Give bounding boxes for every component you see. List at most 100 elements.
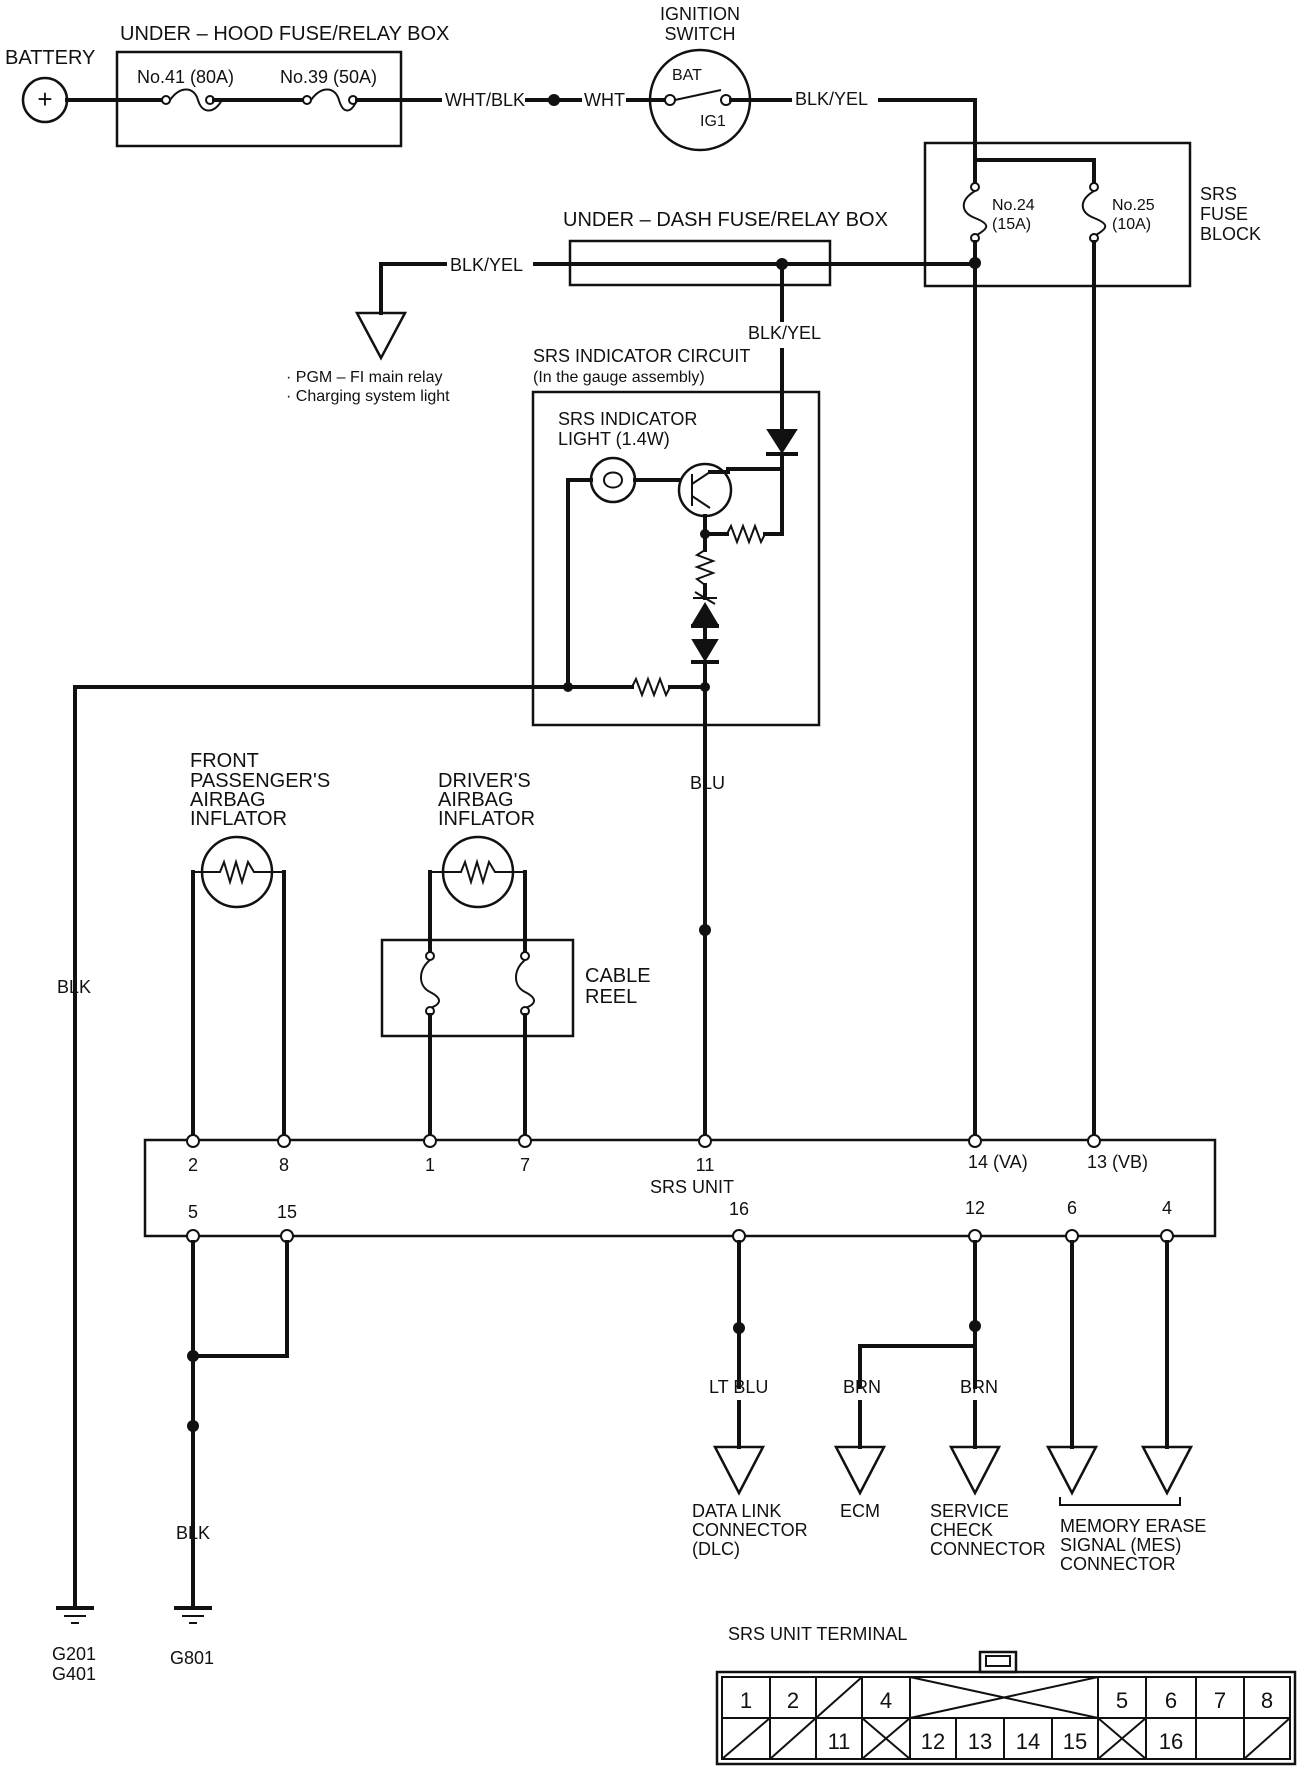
srs-bottom-pin-label: 12 — [965, 1198, 985, 1218]
service-label-2: CHECK — [930, 1520, 993, 1540]
srs-unit: SRS UNIT 2 8 1 7 11 14 (VA) 13 (VB) 5 15… — [143, 1134, 1217, 1243]
wire-label-blk-yel-down: BLK/YEL — [748, 323, 821, 343]
srs-pin-11 — [698, 1134, 712, 1148]
mes-label-3: CONNECTOR — [1060, 1554, 1176, 1574]
ignition-switch: IGNITION SWITCH BAT IG1 — [648, 4, 752, 152]
srs-pin-2 — [186, 1134, 200, 1148]
service-label-3: CONNECTOR — [930, 1539, 1046, 1559]
ground-g201-label: G201 — [52, 1644, 96, 1664]
driver-label-2: AIRBAG — [438, 789, 514, 811]
srs-top-pin-label: 8 — [279, 1155, 289, 1175]
pgm-note-2: · Charging system light — [286, 388, 450, 405]
ground-g801: G801 — [170, 1606, 214, 1668]
srs-pin-14 — [968, 1134, 982, 1148]
srs-top-pin-label: 7 — [520, 1155, 530, 1175]
mes-bracket — [1059, 1497, 1181, 1506]
terminal-cell: 11 — [828, 1729, 851, 1754]
fuse-39-icon — [310, 88, 358, 112]
mes-connector-icon-2 — [1140, 1445, 1194, 1496]
ground-g201-g401: G201 G401 — [52, 1606, 96, 1684]
srs-indicator-circuit: SRS INDICATOR CIRCUIT (In the gauge asse… — [531, 346, 821, 727]
front-pass-label-4: INFLATOR — [190, 808, 287, 830]
cable-reel-contact-right-icon — [515, 959, 535, 1009]
underdash-box-title: UNDER – DASH FUSE/RELAY BOX — [563, 209, 888, 231]
srs-pin-1 — [423, 1134, 437, 1148]
srs-top-pin-label: 1 — [425, 1155, 435, 1175]
wire-label-blk-yel-ign: BLK/YEL — [795, 89, 868, 109]
terminal-cell: 1 — [740, 1688, 752, 1713]
terminal-cell: 7 — [1214, 1688, 1226, 1713]
ignition-contact-icon — [674, 89, 722, 101]
srs-unit-terminal: SRS UNIT TERMINAL 1 2 4 5 6 7 — [715, 1624, 1297, 1766]
terminal-cell: 16 — [1159, 1729, 1183, 1754]
wire-label-brn-ecm: BRN — [843, 1377, 881, 1397]
front-pass-label-3: AIRBAG — [190, 789, 266, 811]
pgm-note-1: · PGM – FI main relay — [286, 369, 442, 386]
srs-fuse-block-title-1: SRS — [1200, 184, 1237, 204]
battery: BATTERY + — [5, 47, 95, 124]
resistor-icon — [726, 523, 766, 545]
fuse-25-icon — [1081, 190, 1107, 237]
dlc-label-3: (DLC) — [692, 1539, 740, 1559]
cable-reel-contact-left-icon — [420, 959, 440, 1009]
fuse-41-icon — [169, 88, 223, 112]
fuse-25-label: No.25 — [1112, 197, 1155, 214]
mes-connector-icon-1 — [1045, 1445, 1099, 1496]
srs-top-pin-label: 13 (VB) — [1087, 1152, 1148, 1172]
indicator-light-label-1: SRS INDICATOR — [558, 409, 697, 429]
terminal-cell: 13 — [968, 1729, 992, 1754]
cable-reel: CABLE REEL — [380, 938, 651, 1038]
dlc-connector-icon — [712, 1445, 766, 1496]
srs-pin-13 — [1087, 1134, 1101, 1148]
srs-bottom-pin-label: 16 — [729, 1199, 749, 1219]
wire-label-blk-left: BLK — [57, 977, 91, 997]
srs-pin-7 — [518, 1134, 532, 1148]
wire-label-blk-yel-left: BLK/YEL — [450, 255, 523, 275]
fuse-24-rating: (15A) — [992, 216, 1031, 233]
dlc-label-1: DATA LINK — [692, 1501, 781, 1521]
srs-pin-8 — [277, 1134, 291, 1148]
srs-unit-label: SRS UNIT — [650, 1177, 734, 1197]
terminal-cell: 8 — [1261, 1688, 1273, 1713]
front-pass-label-2: PASSENGER'S — [190, 770, 330, 792]
srs-top-pin-label: 14 (VA) — [968, 1152, 1028, 1172]
front-pass-label-1: FRONT — [190, 750, 259, 772]
wire-label-wht-blk: WHT/BLK — [445, 90, 525, 110]
battery-plus-symbol: + — [37, 84, 52, 114]
ground-g401-label: G401 — [52, 1664, 96, 1684]
mes-label-2: SIGNAL (MES) — [1060, 1535, 1181, 1555]
wire-label-blu: BLU — [690, 773, 725, 793]
terminal-cell: 2 — [787, 1688, 799, 1713]
ground-g801-label: G801 — [170, 1648, 214, 1668]
srs-bottom-pin-label: 4 — [1162, 1198, 1172, 1218]
mes-label-1: MEMORY ERASE — [1060, 1516, 1206, 1536]
underdash-fuse-relay-box: UNDER – DASH FUSE/RELAY BOX — [563, 209, 888, 287]
front-passenger-airbag-inflator: FRONT PASSENGER'S AIRBAG INFLATOR — [190, 750, 330, 1142]
wire-label-wht: WHT — [584, 90, 625, 110]
ignition-bat-label: BAT — [672, 67, 702, 84]
ignition-title-1: IGNITION — [660, 4, 740, 24]
srs-fuse-block-title-3: BLOCK — [1200, 224, 1261, 244]
srs-bottom-pin-label: 15 — [277, 1202, 297, 1222]
service-check-connector-icon — [948, 1445, 1002, 1496]
terminal-title: SRS UNIT TERMINAL — [728, 1624, 907, 1644]
srs-top-pin-label: 11 — [696, 1155, 715, 1175]
fuse-24-label: No.24 — [992, 197, 1035, 214]
fuse-39-label: No.39 (50A) — [280, 67, 377, 87]
srs-top-pin-label: 2 — [188, 1155, 198, 1175]
srs-indicator-light-icon — [589, 456, 637, 504]
indicator-circuit-subtitle: (In the gauge assembly) — [533, 369, 705, 386]
ecm-connector-icon — [833, 1445, 887, 1496]
battery-label: BATTERY — [5, 47, 95, 69]
diode-icon — [766, 429, 798, 454]
underhood-box-title: UNDER – HOOD FUSE/RELAY BOX — [120, 23, 449, 45]
terminal-cell: 6 — [1165, 1688, 1177, 1713]
cable-reel-label-1: CABLE — [585, 965, 651, 987]
ecm-label: ECM — [840, 1501, 880, 1521]
terminal-cell: 12 — [921, 1729, 945, 1754]
pgm-fi-connector-icon — [354, 311, 408, 361]
terminal-cell: 14 — [1016, 1729, 1040, 1754]
dlc-label-2: CONNECTOR — [692, 1520, 808, 1540]
srs-fuse-block: SRS FUSE BLOCK No.24 (15A) No.25 (10A) — [923, 141, 1261, 288]
